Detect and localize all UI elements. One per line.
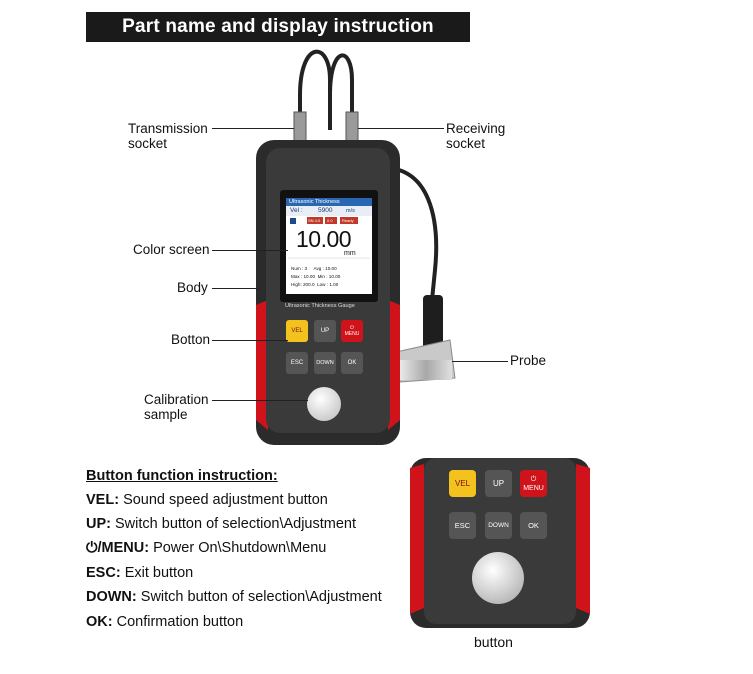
screen-reading: 10.00 — [296, 226, 352, 252]
closeup-up-key[interactable]: UP — [485, 470, 512, 497]
model-label: Ultrasonic Thickness Gauge — [285, 303, 355, 309]
esc-key[interactable]: ESC — [286, 352, 308, 374]
leader-line — [212, 128, 294, 129]
down-key[interactable]: DOWN — [314, 352, 336, 374]
calibration-sample — [307, 387, 341, 421]
label-button: Botton — [171, 332, 211, 347]
button-closeup — [410, 458, 590, 628]
screen-stats: Num : 3 Avg : 10.00 Max : 10.00 Min : 10… — [291, 266, 341, 287]
leader-line — [212, 400, 308, 401]
leader-line — [212, 340, 288, 341]
closeup-menu-key[interactable]: ⏻ MENU — [520, 470, 547, 497]
screen-chip: 0.0 — [327, 218, 333, 223]
closeup-ok-key[interactable]: OK — [520, 512, 547, 539]
leader-line — [212, 250, 288, 251]
screen-vel-value: 5900 — [318, 207, 333, 214]
page-title: Part name and display instruction — [86, 12, 470, 42]
up-key[interactable]: UP — [314, 320, 336, 342]
receiving-socket — [345, 111, 359, 143]
label-color-screen: Color screen — [133, 242, 210, 257]
instructions-title: Button function instruction: — [86, 468, 278, 484]
probe — [423, 295, 443, 350]
instruction-item: ⏻/MENU: Power On\Shutdown\Menu — [86, 540, 327, 556]
screen-chip: Ready — [342, 218, 354, 223]
screen-chip: SN 4.0 — [308, 218, 321, 223]
vel-key[interactable]: VEL — [286, 320, 308, 342]
label-body: Body — [177, 280, 208, 295]
leader-line — [212, 288, 258, 289]
leader-line — [452, 361, 508, 362]
closeup-vel-key[interactable]: VEL — [449, 470, 476, 497]
closeup-caption: button — [474, 634, 513, 650]
instruction-item: UP: Switch button of selection\Adjustmen… — [86, 516, 357, 532]
leader-line — [358, 128, 444, 129]
instruction-item: ESC: Exit button — [86, 565, 194, 581]
screen-title: Ultrasonic Thickness — [289, 199, 340, 205]
screen-vel-label: Vel : — [290, 207, 303, 214]
power-icon: ⏻ — [530, 475, 537, 483]
instruction-item: VEL: Sound speed adjustment button — [86, 492, 328, 508]
closeup-down-key[interactable]: DOWN — [485, 512, 512, 539]
menu-key[interactable]: ⏻ MENU — [341, 320, 363, 342]
screen-vel-unit: m/s — [346, 208, 355, 214]
screen-unit: mm — [344, 250, 356, 257]
ok-key[interactable]: OK — [341, 352, 363, 374]
label-probe: Probe — [510, 353, 547, 368]
instruction-item: DOWN: Switch button of selection\Adjustm… — [86, 589, 382, 605]
transmission-socket — [293, 111, 307, 143]
closeup-esc-key[interactable]: ESC — [449, 512, 476, 539]
power-icon: ⏻ — [350, 325, 354, 331]
instruction-item: OK: Confirmation button — [86, 614, 244, 630]
